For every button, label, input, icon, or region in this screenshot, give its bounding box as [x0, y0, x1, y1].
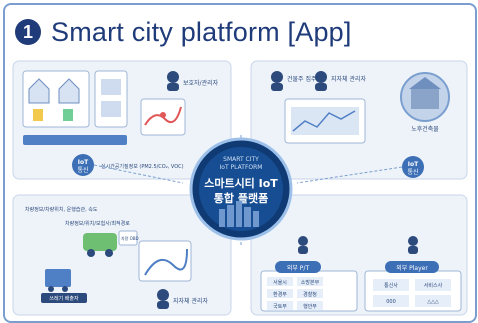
external-player-cell: 000	[386, 299, 396, 305]
external-player-cell: 통신사	[384, 282, 398, 289]
slide-frame: 1 Smart city platform [App] IoT 통신 실시간공기…	[3, 3, 477, 323]
waste-discharger-label: 쓰레기 배출자	[49, 295, 79, 302]
external-pt-cell: 서울시	[273, 279, 287, 286]
slide-header: 1 Smart city platform [App]	[15, 15, 352, 49]
building-owner-label: 건물주 집주인	[287, 75, 322, 83]
external-pt-box: 외부 P/T 서울시 소방본부 환경부 경찰청 국토부 행안부	[260, 261, 358, 312]
iot-comm-label-right: 통신	[407, 168, 418, 176]
map-card-top-left	[140, 98, 186, 136]
reporter-label: 지자체 관리자	[173, 297, 209, 305]
reporter-icon	[157, 289, 169, 309]
building-owner-icon	[271, 71, 283, 91]
municipal-manager-label: 지자체 관리자	[331, 75, 367, 83]
aged-building-photo	[400, 72, 450, 122]
vehicle-info-line2: 차량정보/위치/보험사/최적경로	[65, 220, 130, 227]
guardian-icon	[167, 71, 179, 91]
hub-top-line2: IoT PLATFORM	[220, 164, 263, 171]
external-player-box: 외부 Player 통신사 서비스사 000 △△△	[364, 261, 462, 312]
external-pt-title: 외부 P/T	[287, 265, 310, 272]
waste-truck-group: 쓰레기 배출자	[41, 269, 87, 303]
air-quality-info-text: 실시간공기질정보 (PM2.5/CO₂, VOC)	[101, 163, 184, 170]
external-pt-cell: 행안부	[303, 303, 317, 310]
iot-comm-node-right: IoT 통신	[402, 156, 424, 178]
platform-hub: SMART CITY IoT PLATFORM 스마트시티 IoT 통합 플랫폼	[189, 137, 293, 241]
hub-top-line1: SMART CITY	[223, 156, 259, 163]
iot-comm-node-left: IoT 통신	[72, 154, 94, 176]
home-sensors-group	[22, 70, 128, 145]
vehicle-obd-group: 차량 OBD	[83, 230, 139, 257]
vehicle-obd-tag: 차량 OBD	[121, 235, 139, 241]
external-pt-cell: 국토부	[273, 304, 287, 310]
hub-skyline	[219, 201, 259, 227]
external-player-cell: 서비스사	[424, 282, 443, 289]
iot-label-left: IoT	[78, 159, 89, 166]
aged-building-label: 노후건축물	[411, 125, 439, 133]
hub-main-line2: 통합 플랫폼	[214, 191, 268, 205]
partner-people-icons	[298, 236, 418, 254]
platform-diagram: IoT 통신 실시간공기질정보 (PM2.5/CO₂, VOC) 보호자/관리자…	[12, 60, 468, 316]
external-pt-cell: 소방본부	[301, 279, 320, 286]
route-map-card	[138, 240, 192, 282]
section-number-badge: 1	[15, 19, 41, 45]
external-player-cell: △△△	[427, 299, 439, 305]
external-pt-cell: 경찰청	[303, 291, 317, 298]
guardian-label: 보호자/관리자	[183, 79, 219, 87]
municipal-manager-icon	[315, 71, 327, 91]
slide-title: Smart city platform [App]	[51, 16, 352, 47]
iot-label-right: IoT	[408, 161, 419, 168]
iot-comm-label-left: 통신	[77, 166, 88, 174]
building-monitor-panel	[284, 98, 366, 144]
hub-main-line1: 스마트시티 IoT	[204, 176, 278, 190]
external-player-title: 외부 Player	[396, 265, 428, 272]
external-pt-cell: 환경부	[273, 291, 287, 298]
vehicle-info-line1: 차량정보/차량위치, 운행습관, 속도	[25, 206, 98, 213]
